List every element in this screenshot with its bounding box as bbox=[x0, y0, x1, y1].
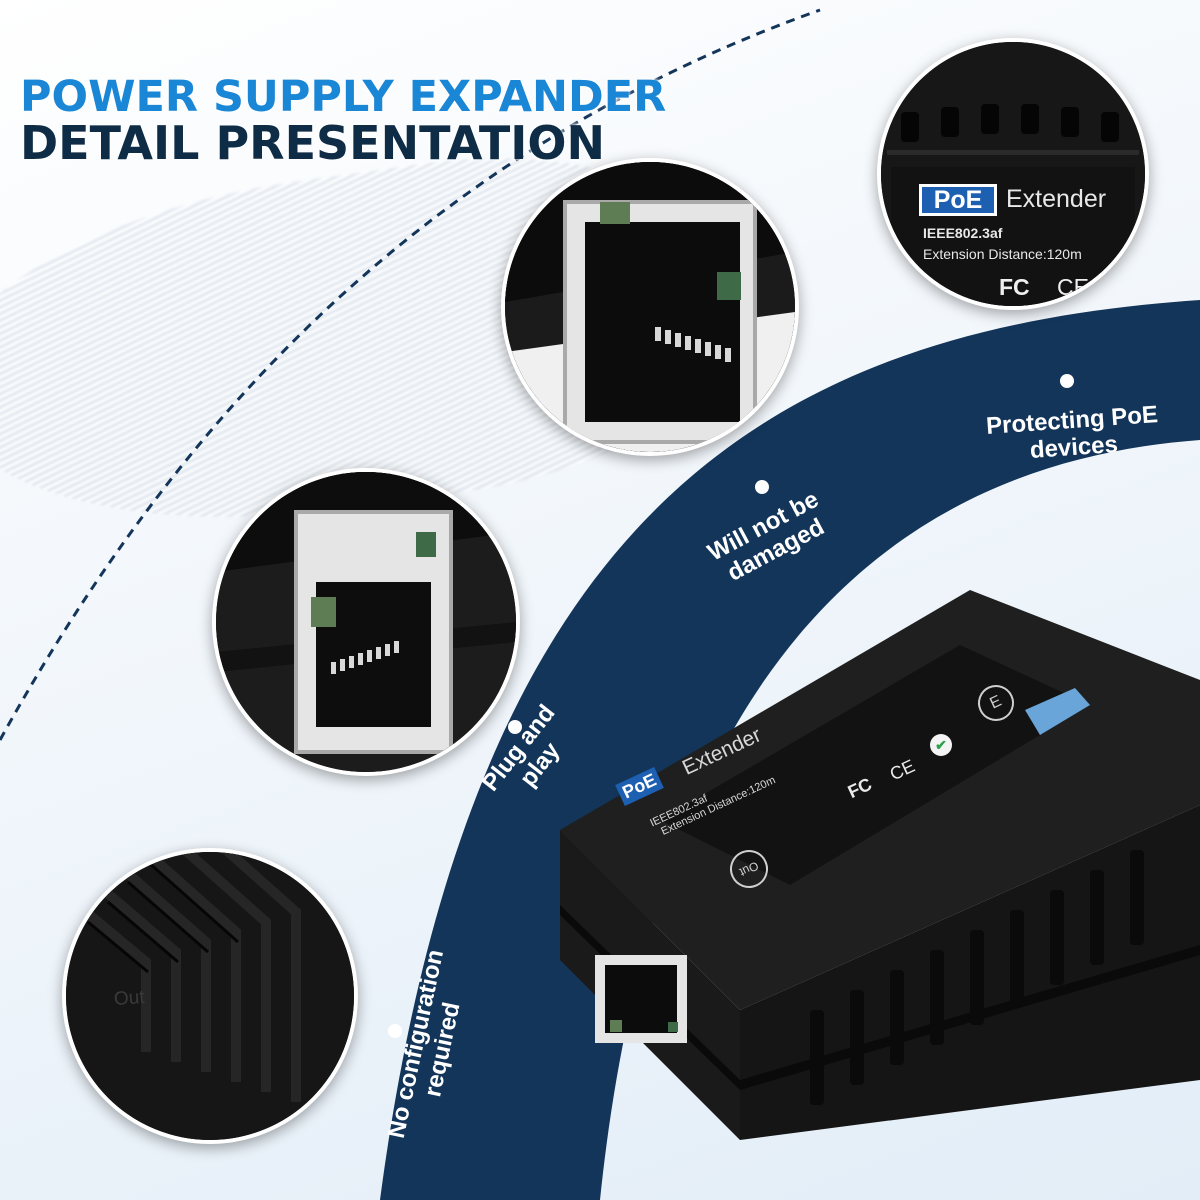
closeup-label: PoE Extender IEEE802.3af Extension Dista… bbox=[877, 38, 1149, 310]
feature-dot-2 bbox=[755, 480, 769, 494]
label-standard: IEEE802.3af bbox=[923, 225, 1003, 241]
label-distance: Extension Distance:120m bbox=[923, 246, 1082, 262]
headline-secondary: DETAIL PRESENTATION bbox=[20, 116, 605, 170]
label-badge: PoE bbox=[933, 186, 983, 214]
check-icon: ✔ bbox=[1113, 276, 1141, 304]
closeup-port-top bbox=[501, 158, 799, 456]
feature-dot-4 bbox=[388, 1024, 402, 1038]
fc-mark: FC bbox=[999, 274, 1030, 300]
poe-extender-device: PoE Extender IEEE802.3af Extension Dista… bbox=[530, 560, 1200, 1180]
ce-mark: CE bbox=[1057, 274, 1089, 300]
closeup-embossed-surface: Out bbox=[62, 848, 358, 1144]
closeup-port-side bbox=[212, 468, 520, 776]
feature-dot-1 bbox=[1060, 374, 1074, 388]
label-product: Extender bbox=[1006, 185, 1107, 213]
device-label-panel bbox=[660, 645, 1090, 885]
headline-primary: POWER SUPPLY EXPANDER bbox=[20, 72, 667, 122]
embossed-port-marking: Out bbox=[113, 986, 146, 1011]
feature-no-configuration: No configuration required bbox=[382, 947, 466, 1141]
feature-protecting: Protecting PoE devices bbox=[985, 401, 1159, 464]
feature-dot-3 bbox=[508, 720, 522, 734]
device-check-icon: ✔ bbox=[930, 734, 952, 756]
